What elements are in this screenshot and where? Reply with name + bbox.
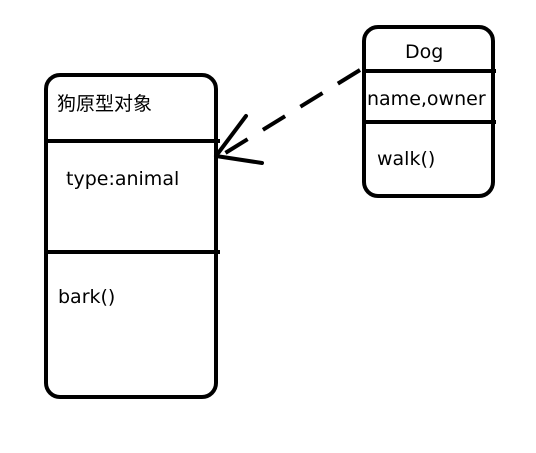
dog-box-title: Dog xyxy=(405,41,444,63)
dog-box-attribute: name,owner xyxy=(367,90,486,109)
prototype-box-attribute: type:animal xyxy=(66,168,180,190)
prototype-box-title: 狗原型对象 xyxy=(57,93,153,115)
dog-box-method: walk() xyxy=(377,148,436,170)
prototype-link-arrow xyxy=(214,68,362,165)
arrow-head xyxy=(214,114,264,165)
dog-box-outline xyxy=(362,25,495,198)
prototype-box-method: bark() xyxy=(58,286,116,308)
dashed-arrow-line xyxy=(220,68,362,157)
prototype-box-outline xyxy=(44,73,218,399)
